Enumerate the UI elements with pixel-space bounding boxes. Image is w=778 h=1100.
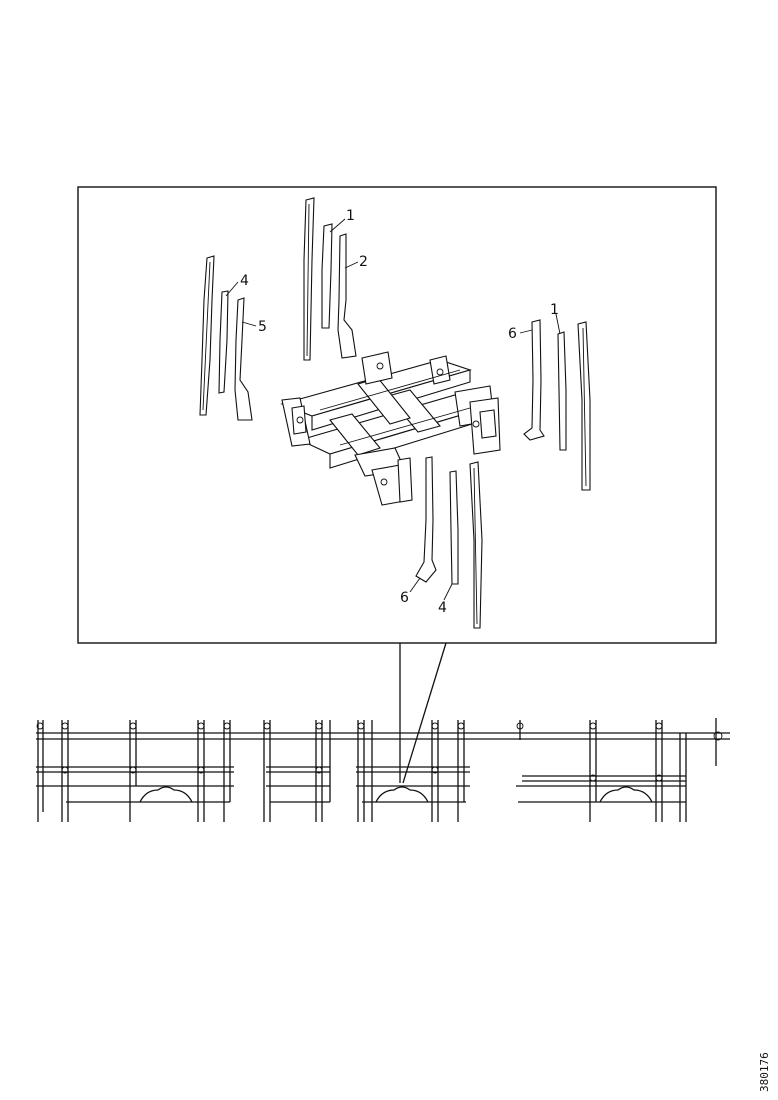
callout-label: 6 — [508, 326, 517, 342]
pillar-lower-a — [415, 456, 437, 583]
pillar-upper-center-b — [321, 223, 333, 329]
side-view-section-left — [36, 720, 234, 822]
pillar-right-a — [523, 319, 545, 441]
pillar-right-b — [557, 331, 567, 451]
side-view — [36, 718, 730, 822]
pillar-upper-left-c — [234, 297, 253, 421]
pillar-lower-c — [469, 461, 483, 629]
pillar-right-c — [577, 321, 591, 491]
side-view-section-2 — [234, 720, 356, 822]
pillar-upper-center-c — [337, 233, 357, 359]
callout-label: 6 — [400, 590, 409, 606]
pillar-upper-center-a — [303, 197, 315, 361]
pillar-upper-left-b — [218, 290, 229, 394]
callout-label: 4 — [438, 600, 447, 616]
document-id: 380176 — [758, 1052, 771, 1092]
detail-leader — [399, 642, 447, 784]
side-view-section-right — [514, 718, 730, 822]
callout-label: 1 — [346, 208, 355, 224]
callout-label: 2 — [359, 254, 368, 270]
callout-leaders — [225, 218, 561, 601]
callout-label: 1 — [550, 302, 559, 318]
pillar-lower-b — [449, 470, 459, 585]
chassis-frame — [280, 351, 501, 506]
side-view-section-center — [356, 720, 514, 822]
callout-label: 5 — [258, 319, 267, 335]
callout-label: 4 — [240, 273, 249, 289]
detail-frame — [77, 186, 717, 644]
pillar-upper-left-a — [199, 255, 215, 416]
